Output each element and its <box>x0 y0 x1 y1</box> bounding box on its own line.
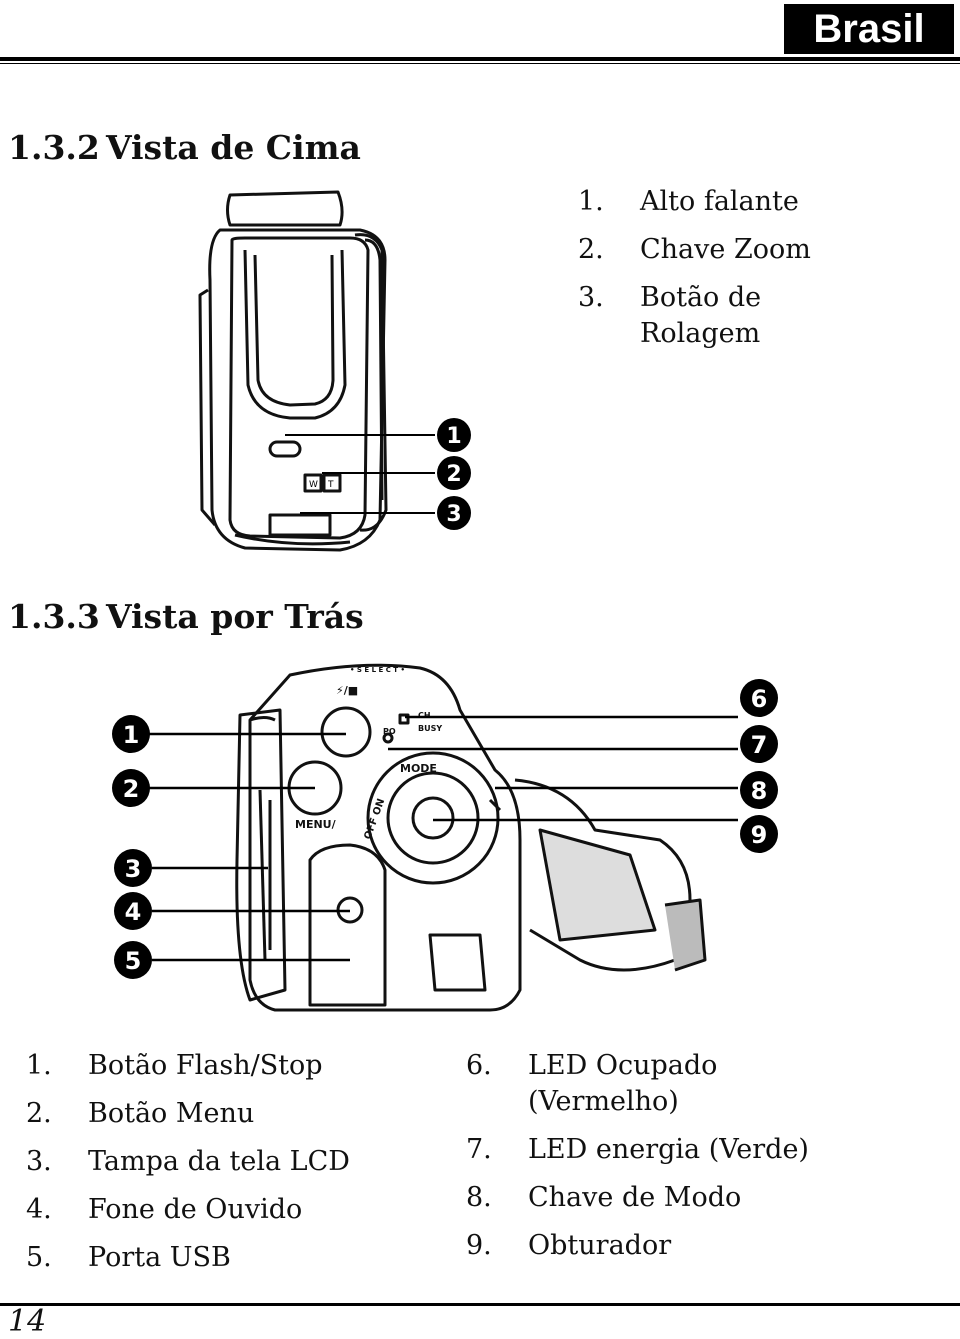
mode-dial <box>386 771 480 865</box>
legend-item: 5.Porta USB <box>26 1242 231 1273</box>
header-rule <box>0 57 960 61</box>
legend-item: 1.Botão Flash/Stop <box>26 1050 323 1081</box>
flash-stop-button <box>320 706 372 758</box>
callout-number: 9 <box>751 821 768 849</box>
flash-label: ⚡/■ <box>336 684 358 697</box>
section-number: 1.3.2 <box>8 128 100 167</box>
callout-circle-7 <box>740 725 778 763</box>
lcd-cover <box>235 708 287 1002</box>
body-outline <box>208 228 387 552</box>
callout-number: 7 <box>751 731 768 759</box>
callout-circle-1 <box>112 715 150 753</box>
footer-rule <box>0 1303 960 1306</box>
legend-item: 1.Alto falante <box>578 186 799 217</box>
legend-item: 2.Botão Menu <box>26 1098 255 1129</box>
callout-circle-6 <box>740 679 778 717</box>
legend-item: 2.Chave Zoom <box>578 234 811 265</box>
po-label: PO <box>383 727 396 736</box>
lens-top <box>226 190 344 227</box>
callout-number: 6 <box>751 685 768 713</box>
legend-item: 4.Fone de Ouvido <box>26 1194 303 1225</box>
callout-circle-2 <box>437 456 471 490</box>
shutter-button <box>411 796 455 840</box>
hand-strap <box>514 778 692 972</box>
callout-number: 5 <box>125 947 142 975</box>
callout-circle-2 <box>112 769 150 807</box>
callout-number: 8 <box>751 777 768 805</box>
legend-item: 3.Tampa da tela LCD <box>26 1146 350 1177</box>
section-heading: Vista de Cima <box>106 128 361 167</box>
ch-label: CH <box>418 711 431 720</box>
legend-item: 7.LED energia (Verde) <box>466 1134 809 1165</box>
mode-label: MODE <box>400 762 437 775</box>
rear-view-legend-left: 1.Botão Flash/Stop 2.Botão Menu 3.Tampa … <box>26 1048 426 1288</box>
header-rule-thin <box>0 63 960 64</box>
callout-circle-1 <box>437 418 471 452</box>
callout-number: 3 <box>125 855 142 883</box>
select-label: • S E L E C T • <box>350 666 405 674</box>
callout-number: 4 <box>125 898 142 926</box>
callout-circle-4 <box>114 892 152 930</box>
callout-number: 3 <box>446 502 461 527</box>
rear-view-camera-figure: ⚡/■ MENU/ • S E L E C T • MODE OFF ON CH… <box>112 663 778 1012</box>
callout-number: 2 <box>123 775 140 803</box>
section-heading: Vista por Trás <box>106 597 364 636</box>
legend-item: 9.Obturador <box>466 1230 672 1261</box>
callout-number: 1 <box>123 721 140 749</box>
legend-item: 8.Chave de Modo <box>466 1182 742 1213</box>
menu-label: MENU/ <box>295 818 337 831</box>
legend-item: 6.LED Ocupado (Vermelho) <box>466 1050 718 1117</box>
language-badge: Brasil <box>784 4 954 54</box>
callout-circle-5 <box>114 941 152 979</box>
busy-label: BUSY <box>418 724 442 733</box>
zoom-w-label: W <box>309 480 318 490</box>
port-cover <box>308 843 387 1007</box>
legend-item: 3.Botão de Rolagem <box>578 282 762 349</box>
rear-view-legend-right: 6.LED Ocupado (Vermelho) 7.LED energia (… <box>466 1048 866 1276</box>
body-outline <box>248 663 522 1012</box>
off-on-label: OFF ON <box>362 797 387 841</box>
page-number: 14 <box>8 1304 47 1339</box>
callout-number: 2 <box>446 462 461 487</box>
callout-number: 1 <box>446 424 461 449</box>
callout-circle-3 <box>437 496 471 530</box>
top-view-camera-figure: W T 1 2 3 <box>198 190 471 552</box>
callout-circle-3 <box>114 849 152 887</box>
callout-circle-9 <box>740 815 778 853</box>
zoom-t-label: T <box>327 480 334 490</box>
callout-circle-8 <box>740 771 778 809</box>
section-number: 1.3.3 <box>8 597 100 636</box>
top-view-legend: 1.Alto falante 2.Chave Zoom 3.Botão de R… <box>578 184 938 364</box>
